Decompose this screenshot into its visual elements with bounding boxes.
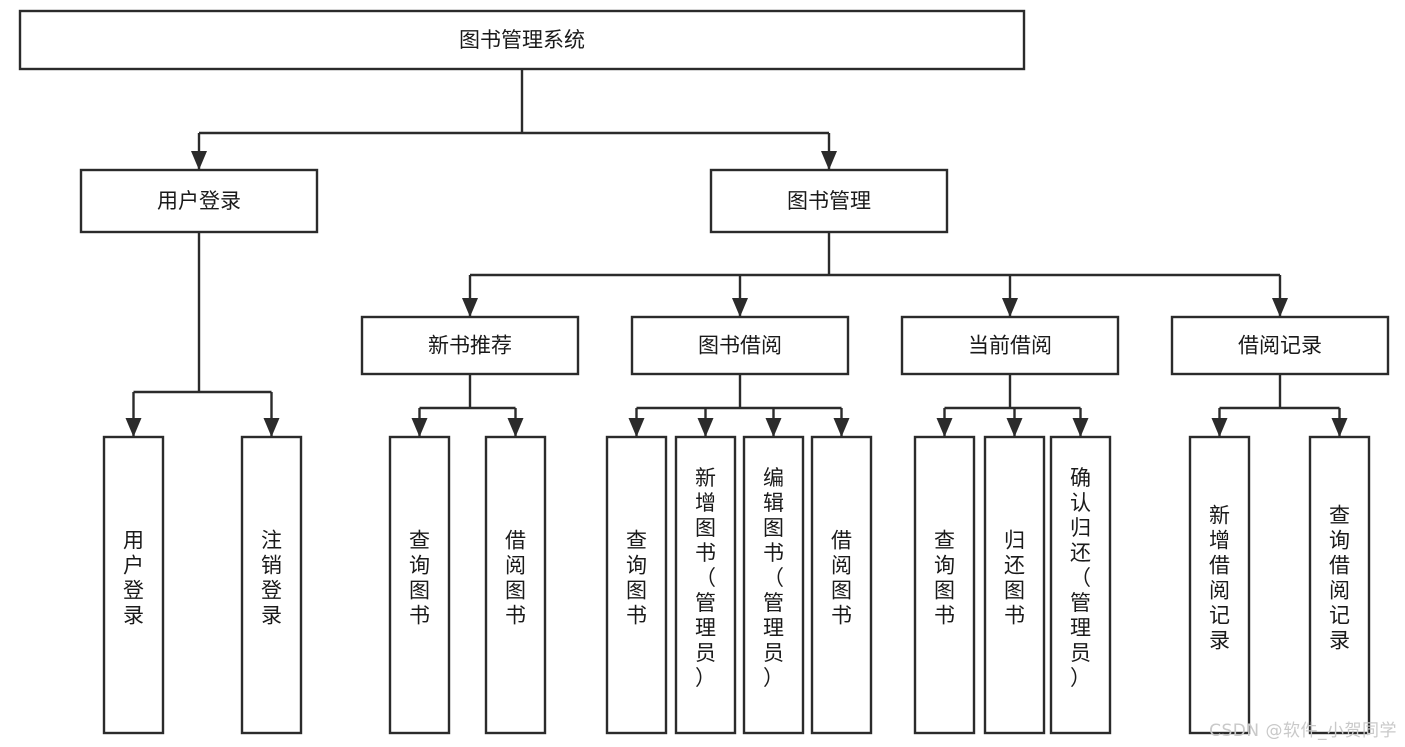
arrow-head-l3-3-1 (1331, 418, 1348, 437)
node-layer: 图书管理系统用户登录图书管理新书推荐图书借阅当前借阅借阅记录用户登录注销登录查询… (18, 9, 1390, 735)
arrow-head-l3-1-3 (833, 418, 850, 437)
node-label: 借阅图书 (831, 529, 852, 628)
node-level3-当前借阅[interactable]: 当前借阅 (900, 315, 1120, 376)
node-leaf-查询图书[interactable]: 查询图书 (388, 435, 451, 735)
node-box (983, 435, 1046, 735)
node-leaf-借阅图书[interactable]: 借阅图书 (484, 435, 547, 735)
arrow-head-root-1 (821, 151, 837, 170)
node-box (1049, 435, 1112, 735)
node-leaf-用户登录[interactable]: 用户登录 (102, 435, 165, 735)
node-box (605, 435, 668, 735)
arrow-head-l3-2-2 (1072, 418, 1089, 437)
node-label: 查询图书 (934, 529, 955, 628)
node-box (240, 435, 303, 735)
arrow-head-book-management-1 (732, 298, 748, 317)
arrow-head-user-login-0 (125, 418, 142, 437)
node-label: 用户登录 (157, 189, 241, 213)
node-box (79, 168, 319, 234)
node-box (18, 9, 1026, 71)
arrow-head-l3-0-0 (411, 418, 428, 437)
arrow-head-l3-1-2 (765, 418, 782, 437)
arrow-head-book-management-3 (1272, 298, 1288, 317)
arrow-head-l3-2-1 (1006, 418, 1023, 437)
node-leaf-归还图书[interactable]: 归还图书 (983, 435, 1046, 735)
arrow-head-book-management-2 (1002, 298, 1018, 317)
node-label: 查询图书 (626, 529, 647, 628)
node-label: 归还图书 (1004, 529, 1025, 628)
node-leaf-查询图书[interactable]: 查询图书 (605, 435, 668, 735)
connector-layer (125, 69, 1348, 437)
node-leaf-新增借阅记录[interactable]: 新增借阅记录 (1188, 435, 1251, 735)
node-label: 图书管理系统 (459, 28, 585, 52)
arrow-head-l3-3-0 (1211, 418, 1228, 437)
node-leaf-注销登录[interactable]: 注销登录 (240, 435, 303, 735)
node-box (913, 435, 976, 735)
node-leaf-查询图书[interactable]: 查询图书 (913, 435, 976, 735)
node-level3-新书推荐[interactable]: 新书推荐 (360, 315, 580, 376)
arrow-head-l3-0-1 (507, 418, 524, 437)
node-label: 确认归还（管理员） (1070, 466, 1091, 690)
node-label: 新增图书（管理员） (695, 466, 716, 690)
node-leaf-确认归还管理员[interactable]: 确认归还（管理员） (1049, 435, 1112, 735)
node-box (1308, 435, 1371, 735)
node-box (360, 315, 580, 376)
node-level2-图书管理[interactable]: 图书管理 (709, 168, 949, 234)
arrow-head-l3-1-0 (628, 418, 645, 437)
node-box (102, 435, 165, 735)
node-box (810, 435, 873, 735)
arrow-head-l3-2-0 (936, 418, 953, 437)
node-leaf-新增图书管理员[interactable]: 新增图书（管理员） (674, 435, 737, 735)
node-label: 借阅记录 (1238, 334, 1322, 358)
node-box (900, 315, 1120, 376)
node-label: 用户登录 (123, 529, 144, 628)
node-box (709, 168, 949, 234)
csdn-watermark: CSDN @软件_小贺同学 (1209, 721, 1397, 741)
node-box (388, 435, 451, 735)
node-label: 当前借阅 (968, 334, 1052, 358)
arrow-head-l3-1-1 (697, 418, 714, 437)
node-leaf-编辑图书管理员[interactable]: 编辑图书（管理员） (742, 435, 805, 735)
node-label: 注销登录 (261, 529, 282, 628)
arrow-head-root-0 (191, 151, 207, 170)
node-label: 查询借阅记录 (1329, 504, 1350, 653)
node-label: 图书借阅 (698, 334, 782, 358)
node-box (1188, 435, 1251, 735)
node-label: 查询图书 (409, 529, 430, 628)
node-label: 图书管理 (787, 189, 871, 213)
node-level2-用户登录[interactable]: 用户登录 (79, 168, 319, 234)
node-box (742, 435, 805, 735)
node-box (674, 435, 737, 735)
node-label: 编辑图书（管理员） (763, 466, 784, 690)
node-box (1170, 315, 1390, 376)
arrow-head-book-management-0 (462, 298, 478, 317)
node-label: 新书推荐 (428, 334, 512, 358)
node-leaf-查询借阅记录[interactable]: 查询借阅记录 (1308, 435, 1371, 735)
node-label: 新增借阅记录 (1209, 504, 1230, 653)
node-box (484, 435, 547, 735)
node-level3-图书借阅[interactable]: 图书借阅 (630, 315, 850, 376)
arrow-head-user-login-1 (263, 418, 280, 437)
node-box (630, 315, 850, 376)
node-root-图书管理系统[interactable]: 图书管理系统 (18, 9, 1026, 71)
node-level3-借阅记录[interactable]: 借阅记录 (1170, 315, 1390, 376)
node-label: 借阅图书 (505, 529, 526, 628)
node-leaf-借阅图书[interactable]: 借阅图书 (810, 435, 873, 735)
